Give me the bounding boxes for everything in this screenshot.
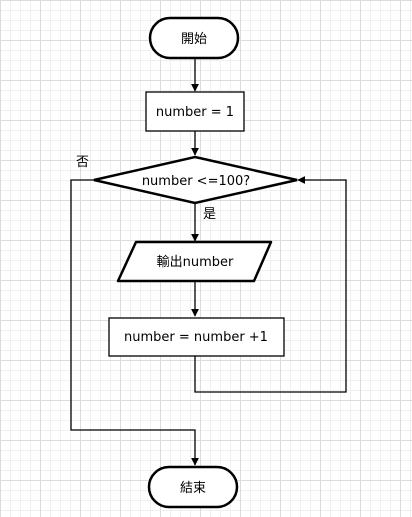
- init-label: number = 1: [156, 105, 234, 120]
- condition-shape: [93, 155, 298, 205]
- start-shape: [148, 16, 240, 60]
- connector-loop-back: [194, 176, 347, 393]
- condition-node: number <=100?: [93, 155, 298, 205]
- end-node: 結束: [147, 465, 239, 509]
- end-label: 結束: [180, 481, 206, 496]
- output-label: 輸出number: [157, 255, 234, 270]
- increment-label: number = number +1: [124, 330, 268, 345]
- yes-branch-label: 是: [203, 207, 216, 222]
- output-shape: [116, 240, 273, 283]
- condition-label: number <=100?: [142, 174, 250, 189]
- increment-node: number = number +1: [108, 317, 285, 357]
- connector-no-to-end: [70, 179, 199, 466]
- end-shape: [147, 465, 239, 509]
- output-node: 輸出number: [116, 240, 273, 283]
- init-node: number = 1: [145, 91, 245, 132]
- init-shape: [145, 91, 245, 132]
- start-node: 開始: [148, 16, 240, 60]
- no-branch-label: 否: [76, 155, 89, 170]
- start-label: 開始: [181, 32, 207, 47]
- increment-shape: [108, 317, 285, 357]
